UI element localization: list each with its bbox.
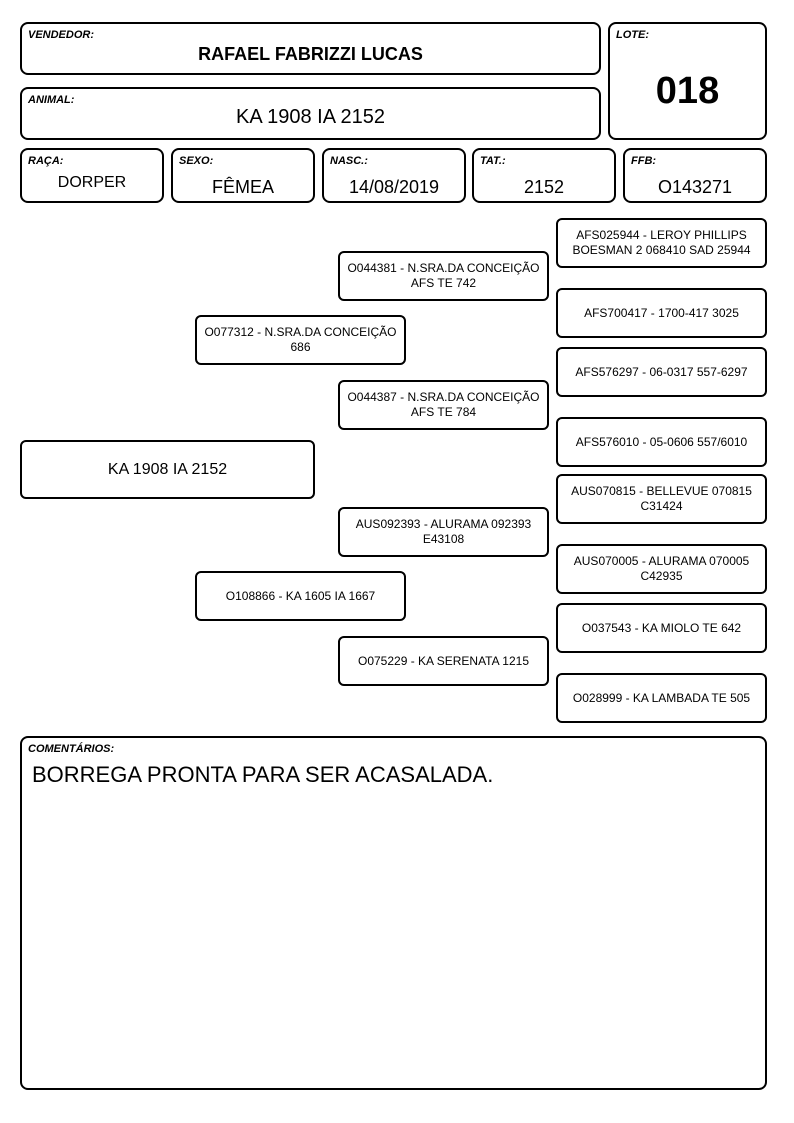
pedigree-dam-dam: O075229 - KA SERENATA 1215 xyxy=(338,636,549,686)
raca-box: RAÇA: DORPER xyxy=(20,148,164,203)
pedigree-ggp-text: O028999 - KA LAMBADA TE 505 xyxy=(572,690,751,705)
ffb-value: O143271 xyxy=(657,177,733,197)
pedigree-animal-text: KA 1908 IA 2152 xyxy=(107,461,228,478)
pedigree-ggp: AUS070005 - ALURAMA 070005 C42935 xyxy=(556,544,767,594)
tat-box: TAT.: 2152 xyxy=(472,148,616,203)
pedigree-sire-dam: O044387 - N.SRA.DA CONCEIÇÃO AFS TE 784 xyxy=(338,380,549,430)
pedigree-sire: O077312 - N.SRA.DA CONCEIÇÃO 686 xyxy=(195,315,406,365)
pedigree-ggp: AFS576297 - 06-0317 557-6297 xyxy=(556,347,767,397)
pedigree-ggp: AFS576010 - 05-0606 557/6010 xyxy=(556,417,767,467)
pedigree-ggp-text: AFS576297 - 06-0317 557-6297 xyxy=(575,364,748,379)
animal-value: KA 1908 IA 2152 xyxy=(235,106,386,128)
nasc-label: NASC.: xyxy=(330,155,368,167)
pedigree-ggp-text: AFS700417 - 1700-417 3025 xyxy=(584,305,739,320)
lote-value: 018 xyxy=(655,70,720,112)
vendedor-value: RAFAEL FABRIZZI LUCAS xyxy=(198,44,423,64)
pedigree-ggp-text: AUS070815 - BELLEVUE 070815 C31424 xyxy=(571,484,752,513)
sexo-value: FÊMEA xyxy=(211,177,274,197)
vendedor-label: VENDEDOR: xyxy=(28,29,95,41)
pedigree-ggp-text: AFS576010 - 05-0606 557/6010 xyxy=(575,434,748,449)
tat-label: TAT.: xyxy=(480,155,506,167)
lote-box: LOTE: 018 xyxy=(608,22,767,140)
vendedor-box: VENDEDOR: RAFAEL FABRIZZI LUCAS xyxy=(20,22,601,75)
pedigree-ggp-text: AUS070005 - ALURAMA 070005 C42935 xyxy=(573,554,750,583)
pedigree-ggp: AFS025944 - LEROY PHILLIPS BOESMAN 2 068… xyxy=(556,218,767,268)
pedigree-ggp: AFS700417 - 1700-417 3025 xyxy=(556,288,767,338)
pedigree-dam-sire-text: AUS092393 - ALURAMA 092393 E43108 xyxy=(355,517,532,546)
pedigree-ggp: O037543 - KA MIOLO TE 642 xyxy=(556,603,767,653)
pedigree-dam-text: O108866 - KA 1605 IA 1667 xyxy=(225,588,376,603)
pedigree-sire-text: O077312 - N.SRA.DA CONCEIÇÃO 686 xyxy=(204,325,397,354)
nasc-box: NASC.: 14/08/2019 xyxy=(322,148,466,203)
ffb-label: FFB: xyxy=(631,155,657,167)
pedigree-sire-sire-text: O044381 - N.SRA.DA CONCEIÇÃO AFS TE 742 xyxy=(347,261,540,290)
comments-text: BORREGA PRONTA PARA SER ACASALADA. xyxy=(32,762,494,787)
animal-box: ANIMAL: KA 1908 IA 2152 xyxy=(20,87,601,140)
pedigree-sire-sire: O044381 - N.SRA.DA CONCEIÇÃO AFS TE 742 xyxy=(338,251,549,301)
tat-value: 2152 xyxy=(523,177,565,197)
pedigree-ggp: AUS070815 - BELLEVUE 070815 C31424 xyxy=(556,474,767,524)
pedigree-dam-dam-text: O075229 - KA SERENATA 1215 xyxy=(358,653,529,668)
sexo-label: SEXO: xyxy=(179,155,214,167)
pedigree-sire-dam-text: O044387 - N.SRA.DA CONCEIÇÃO AFS TE 784 xyxy=(347,390,540,419)
raca-label: RAÇA: xyxy=(28,155,64,167)
ffb-box: FFB: O143271 xyxy=(623,148,767,203)
pedigree-ggp-text: AFS025944 - LEROY PHILLIPS BOESMAN 2 068… xyxy=(572,228,751,257)
raca-value: DORPER xyxy=(57,174,127,191)
lote-label: LOTE: xyxy=(616,29,649,41)
pedigree-ggp: O028999 - KA LAMBADA TE 505 xyxy=(556,673,767,723)
comments-box: COMENTÁRIOS: BORREGA PRONTA PARA SER ACA… xyxy=(20,736,767,1090)
comments-label: COMENTÁRIOS: xyxy=(28,743,115,755)
pedigree-dam-sire: AUS092393 - ALURAMA 092393 E43108 xyxy=(338,507,549,557)
sexo-box: SEXO: FÊMEA xyxy=(171,148,315,203)
nasc-value: 14/08/2019 xyxy=(348,177,440,197)
pedigree-ggp-text: O037543 - KA MIOLO TE 642 xyxy=(581,620,742,635)
pedigree-animal: KA 1908 IA 2152 xyxy=(20,440,315,499)
pedigree-dam: O108866 - KA 1605 IA 1667 xyxy=(195,571,406,621)
animal-label: ANIMAL: xyxy=(28,94,75,106)
